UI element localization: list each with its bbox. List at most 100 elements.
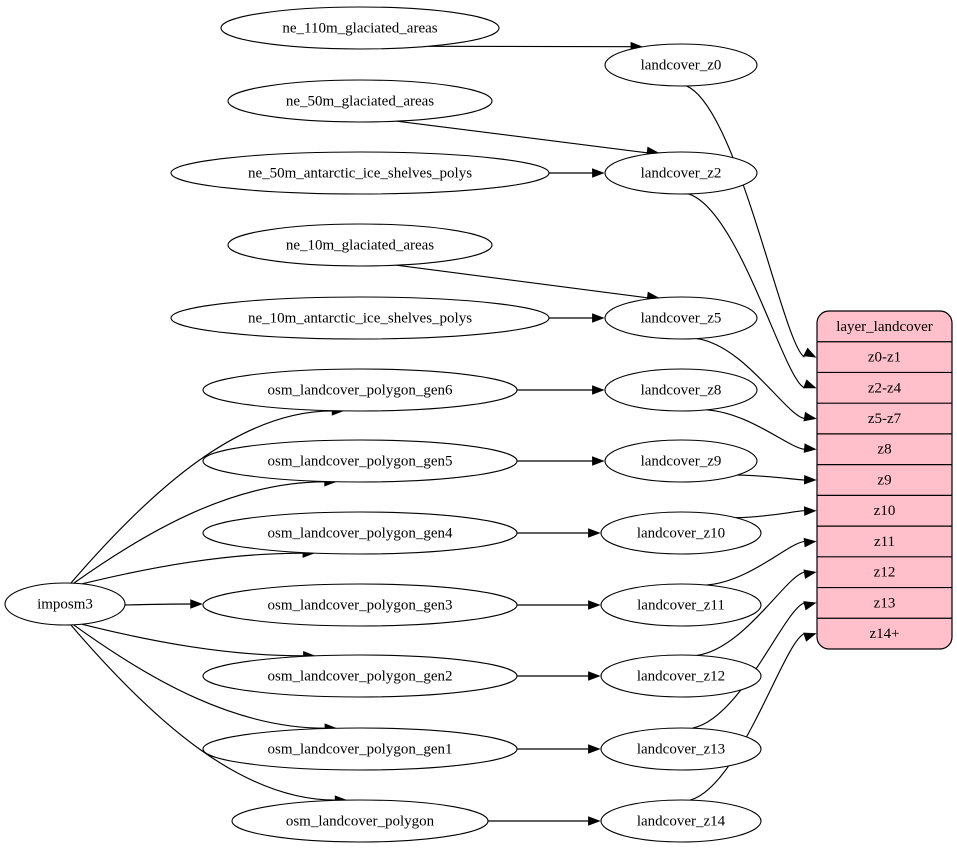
edge-landcover_z2-to-layer_landcover-z2-z4	[688, 193, 817, 389]
record-row-label: z0-z1	[868, 350, 901, 366]
record-row-z2-z4[interactable]: z2-z4	[868, 380, 902, 396]
natural-earth-node-ne_50m_antarctic_ice_shelves_polys[interactable]: ne_50m_antarctic_ice_shelves_polys	[170, 151, 550, 195]
edge-line	[70, 410, 333, 584]
record-row-z12[interactable]: z12	[874, 565, 896, 581]
landcover-view-node-landcover_z8[interactable]: landcover_z8	[604, 368, 758, 412]
record-node-layer: layer_landcover z0-z1 z2-z4 z5-z7 z8 z9 z10 z11…	[816, 310, 953, 650]
edge-arrowhead	[592, 168, 605, 178]
record-row-label: z12	[874, 565, 896, 581]
edge-arrowhead	[803, 347, 817, 358]
edge-arrowhead	[803, 379, 817, 389]
edge-arrowhead	[190, 599, 203, 609]
record-row-z11[interactable]: z11	[874, 534, 895, 550]
edge-arrowhead	[803, 474, 817, 485]
osm-table-node-osm_landcover_polygon_gen2[interactable]: osm_landcover_polygon_gen2	[202, 654, 518, 698]
natural-earth-node-ne_10m_glaciated_areas[interactable]: ne_10m_glaciated_areas	[227, 223, 493, 267]
edge-landcover_z9-to-layer_landcover-z9	[737, 474, 817, 485]
osm-table-node-osm_landcover_polygon_gen4[interactable]: osm_landcover_polygon_gen4	[202, 511, 518, 555]
edge-osm_landcover_polygon_gen6-to-landcover_z8	[517, 385, 605, 395]
landcover-view-node-landcover_z13[interactable]: landcover_z13	[600, 727, 762, 771]
node-shape	[202, 727, 518, 771]
record-row-z8[interactable]: z8	[877, 442, 891, 458]
record-row-z9[interactable]: z9	[877, 472, 891, 488]
edge-osm_landcover_polygon_gen1-to-landcover_z13	[517, 744, 601, 754]
edge-imposm3-to-osm_landcover_polygon_gen3	[124, 599, 203, 609]
record-row-z0-z1[interactable]: z0-z1	[868, 350, 901, 366]
landcover-view-node-landcover_z12[interactable]: landcover_z12	[600, 654, 762, 698]
edge-arrowhead	[592, 385, 605, 395]
natural-earth-node-ne_10m_antarctic_ice_shelves_polys[interactable]: ne_10m_antarctic_ice_shelves_polys	[170, 296, 550, 340]
edge-landcover_z8-to-layer_landcover-z8	[706, 409, 817, 453]
record-row-z14+[interactable]: z14+	[869, 626, 899, 642]
edge-line	[686, 85, 805, 358]
edge-arrowhead	[588, 816, 601, 826]
node-shape	[604, 151, 758, 195]
record-background	[816, 310, 953, 650]
natural-earth-node-ne_50m_glaciated_areas[interactable]: ne_50m_glaciated_areas	[227, 79, 493, 123]
node-shape	[604, 296, 758, 340]
edge-ne_10m_antarctic_ice_shelves_polys-to-landcover_z5	[549, 313, 605, 323]
edge-line	[81, 552, 303, 585]
edge-line	[706, 409, 805, 450]
node-label: landcover_z0	[641, 57, 722, 73]
edge-landcover_z12-to-layer_landcover-z12	[696, 569, 817, 656]
osm-table-node-osm_landcover_polygon_gen6[interactable]: osm_landcover_polygon_gen6	[202, 368, 518, 412]
edge-line	[73, 481, 325, 584]
node-shape	[600, 511, 762, 555]
edge-line	[396, 120, 648, 154]
edge-ne_110m_glaciated_areas-to-landcover_z0	[428, 41, 644, 52]
edge-line	[706, 540, 805, 586]
node-shape	[600, 583, 762, 627]
node-label: ne_10m_antarctic_ice_shelves_polys	[248, 310, 472, 326]
record-row-z13[interactable]: z13	[874, 595, 896, 611]
osm-table-node-osm_landcover_polygon_gen5[interactable]: osm_landcover_polygon_gen5	[202, 439, 518, 483]
edge-arrowhead	[592, 456, 605, 466]
node-shape	[202, 511, 518, 555]
node-shape	[202, 583, 518, 627]
record-node-layer-landcover[interactable]: layer_landcover z0-z1 z2-z4 z5-z7 z8 z9 z10 z11…	[816, 310, 953, 650]
edge-line	[689, 633, 805, 801]
landcover-view-node-landcover_z10[interactable]: landcover_z10	[600, 511, 762, 555]
node-shape	[202, 654, 518, 698]
osm-table-node-osm_landcover_polygon_gen1[interactable]: osm_landcover_polygon_gen1	[202, 727, 518, 771]
record-row-label: z13	[874, 595, 896, 611]
node-label: landcover_z2	[641, 165, 722, 181]
node-shape	[604, 368, 758, 412]
edge-ne_50m_glaciated_areas-to-landcover_z2	[396, 120, 660, 157]
node-label: landcover_z10	[637, 525, 725, 541]
record-row-label: z8	[877, 442, 891, 458]
landcover-view-node-landcover_z11[interactable]: landcover_z11	[600, 583, 762, 627]
edge-imposm3-to-osm_landcover_polygon_gen6	[70, 406, 345, 584]
record-row-z10[interactable]: z10	[874, 503, 896, 519]
edge-landcover_z14-to-layer_landcover-z14+	[689, 632, 817, 801]
osm-table-node-osm_landcover_polygon_gen3[interactable]: osm_landcover_polygon_gen3	[202, 583, 518, 627]
node-shape	[600, 654, 762, 698]
record-row-z5-z7[interactable]: z5-z7	[868, 411, 902, 427]
edge-line	[737, 474, 805, 481]
node-label: landcover_z5	[641, 310, 722, 326]
node-shape	[170, 296, 550, 340]
edge-osm_landcover_polygon_gen4-to-landcover_z10	[517, 528, 601, 538]
node-label: imposm3	[37, 596, 93, 612]
landcover-view-node-landcover_z2[interactable]: landcover_z2	[604, 151, 758, 195]
edge-line	[124, 603, 191, 606]
landcover-view-node-landcover_z0[interactable]: landcover_z0	[604, 43, 758, 87]
natural-earth-node-ne_110m_glaciated_areas[interactable]: ne_110m_glaciated_areas	[220, 6, 500, 50]
node-shape	[220, 6, 500, 50]
edge-ne_10m_glaciated_areas-to-landcover_z5	[396, 264, 660, 302]
edge-line	[70, 624, 336, 801]
landcover-view-node-landcover_z5[interactable]: landcover_z5	[604, 296, 758, 340]
source-node-imposm3[interactable]: imposm3	[4, 582, 126, 626]
record-header-row[interactable]: layer_landcover	[836, 319, 933, 335]
landcover-view-node-landcover_z9[interactable]: landcover_z9	[604, 439, 758, 483]
edge-arrowhead	[592, 313, 605, 323]
edge-landcover_z11-to-layer_landcover-z11	[706, 537, 817, 586]
node-shape	[202, 368, 518, 412]
landcover-view-node-landcover_z14[interactable]: landcover_z14	[600, 799, 762, 843]
osm-table-node-osm_landcover_polygon[interactable]: osm_landcover_polygon	[231, 799, 489, 843]
node-label: ne_50m_antarctic_ice_shelves_polys	[248, 165, 472, 181]
edge-line	[735, 510, 805, 519]
edge-arrowhead	[588, 600, 601, 610]
edge-arrowhead	[803, 632, 817, 642]
